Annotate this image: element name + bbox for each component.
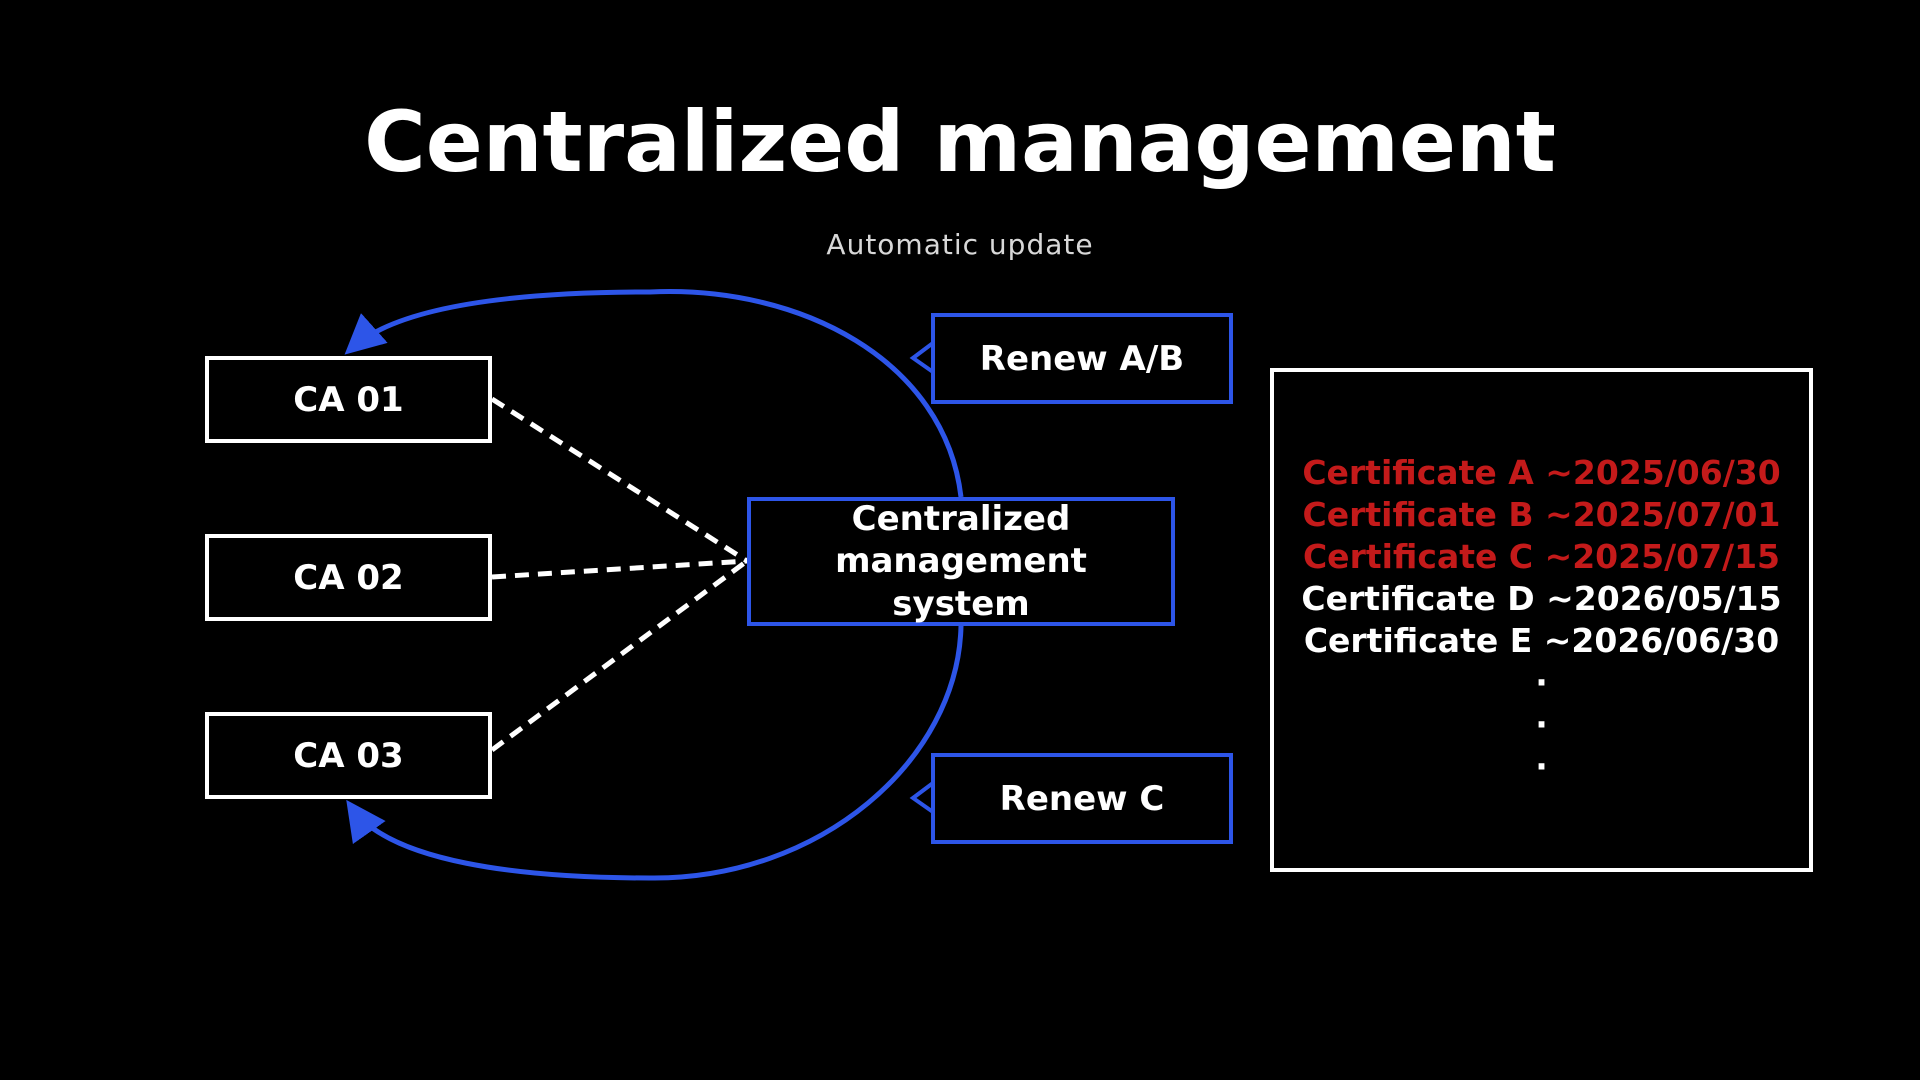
ca-01-label: CA 01 bbox=[293, 379, 404, 420]
link-ca01-system bbox=[490, 396, 749, 564]
ca-02-label: CA 02 bbox=[293, 557, 404, 598]
system-label-line1: Centralized bbox=[851, 498, 1071, 539]
slide-subtitle: Automatic update bbox=[826, 228, 1094, 261]
ellipsis-dot: · bbox=[1535, 747, 1548, 786]
certificate-list-panel: Certificate A ~2025/06/30 Certificate B … bbox=[1270, 368, 1813, 872]
certificate-item-b: Certificate B ~2025/07/01 bbox=[1302, 495, 1781, 534]
renew-ab-label: Renew A/B bbox=[979, 338, 1185, 379]
ca-03-box: CA 03 bbox=[205, 712, 492, 799]
certificate-item-c: Certificate C ~2025/07/15 bbox=[1302, 537, 1781, 576]
system-label-line2: management system bbox=[835, 541, 1087, 624]
certificate-item-d: Certificate D ~2026/05/15 bbox=[1301, 579, 1782, 618]
update-arrow-ca03 bbox=[346, 625, 964, 881]
centralized-system-box: Centralized management system bbox=[747, 497, 1175, 626]
link-ca03-system bbox=[490, 558, 749, 753]
ellipsis-dot: · bbox=[1535, 663, 1548, 702]
ca-02-box: CA 02 bbox=[205, 534, 492, 621]
slide-title: Centralized management bbox=[364, 93, 1556, 191]
renew-ab-callout: Renew A/B bbox=[931, 313, 1233, 404]
renew-c-callout: Renew C bbox=[931, 753, 1233, 844]
link-ca02-system bbox=[491, 558, 748, 580]
update-arrow-ca01 bbox=[344, 289, 964, 498]
renew-c-label: Renew C bbox=[999, 778, 1165, 819]
callout-pointer-renew-ab bbox=[909, 341, 935, 374]
ca-03-label: CA 03 bbox=[293, 735, 404, 776]
callout-pointer-renew-c bbox=[909, 781, 935, 814]
ca-01-box: CA 01 bbox=[205, 356, 492, 443]
certificate-item-a: Certificate A ~2025/06/30 bbox=[1302, 453, 1781, 492]
ellipsis-dot: · bbox=[1535, 705, 1548, 744]
certificate-item-e: Certificate E ~2026/06/30 bbox=[1303, 621, 1780, 660]
